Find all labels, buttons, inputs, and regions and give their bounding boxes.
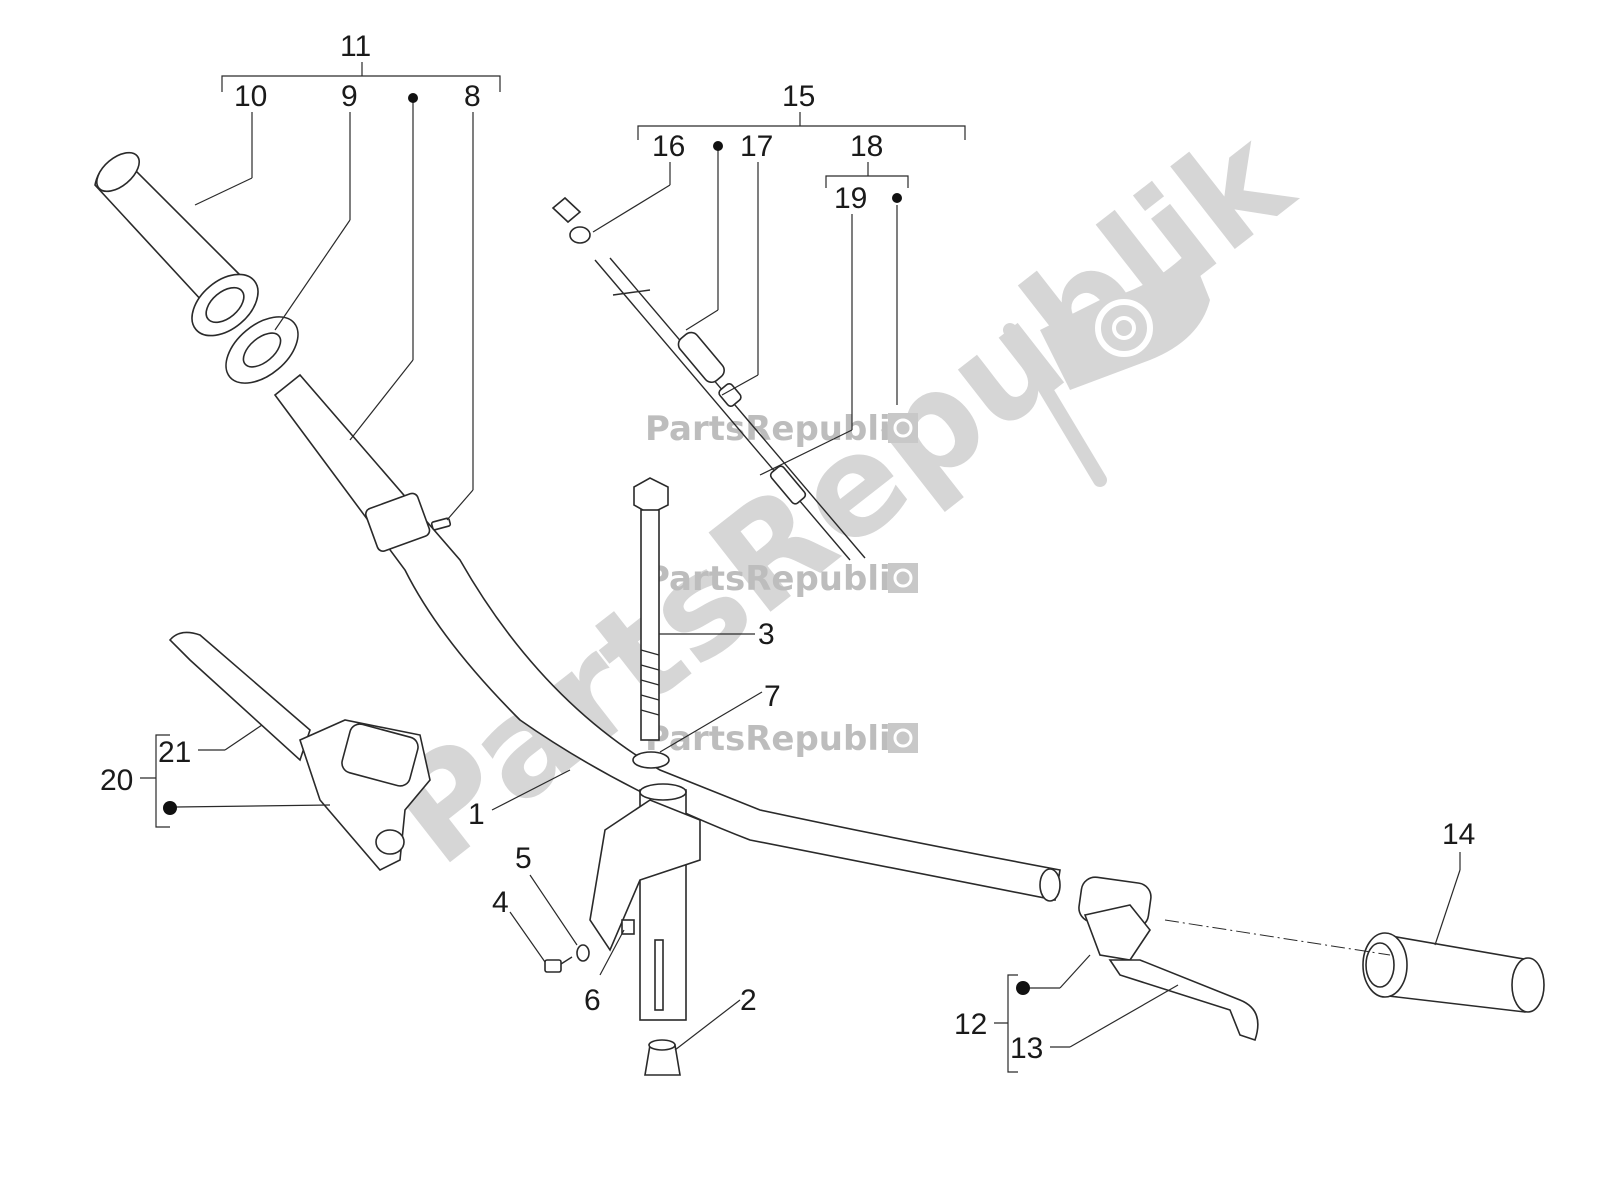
- part-number-labels: 11 10 9 8 15 16 17 18 19 3 7 21 20 1 5 4…: [100, 30, 1475, 1065]
- label-9: 9: [341, 80, 358, 113]
- right-grip: [1362, 932, 1545, 1013]
- label-3: 3: [758, 618, 775, 651]
- label-8: 8: [464, 80, 481, 113]
- watermark-small-3: PartsRepublik: [645, 719, 918, 759]
- washer-7: [632, 751, 670, 769]
- watermark-large: PartsRepublik: [361, 97, 1321, 896]
- throttle-cable: [551, 196, 866, 561]
- label-7: 7: [764, 680, 781, 713]
- label-10: 10: [234, 80, 267, 113]
- label-17: 17: [740, 130, 773, 163]
- label-12: 12: [954, 1008, 987, 1041]
- washer-5: [576, 944, 590, 962]
- label-15: 15: [782, 80, 815, 113]
- label-20: 20: [100, 764, 133, 797]
- gear-icon: [888, 723, 918, 753]
- label-21: 21: [158, 736, 191, 769]
- callout-dots: [163, 93, 1030, 995]
- label-2: 2: [740, 984, 757, 1017]
- screw-4: [544, 956, 573, 973]
- watermark-small-text-3: PartsRepublik: [645, 719, 915, 759]
- label-5: 5: [515, 842, 532, 875]
- gear-icon: [888, 413, 918, 443]
- clip-6: [621, 919, 635, 935]
- label-1: 1: [468, 798, 485, 831]
- label-18: 18: [850, 130, 883, 163]
- label-19: 19: [834, 182, 867, 215]
- watermark-small-2: PartsRepublik: [645, 559, 918, 599]
- left-grip: [94, 151, 259, 337]
- label-13: 13: [1010, 1032, 1043, 1065]
- gear-icon: [888, 563, 918, 593]
- axis-line: [1164, 919, 1391, 956]
- watermark-small-1: PartsRepublik: [645, 409, 918, 449]
- watermark-large-text: PartsRepublik: [361, 97, 1321, 896]
- callout-lines: [140, 62, 1461, 1073]
- watermark-flag-icon: [1003, 250, 1210, 487]
- watermark-small-text-2: PartsRepublik: [645, 559, 915, 599]
- washer-9: [225, 316, 299, 384]
- steering-column: [589, 783, 701, 1021]
- label-4: 4: [492, 886, 509, 919]
- label-6: 6: [584, 984, 601, 1017]
- stem-bolt: [633, 477, 669, 741]
- label-14: 14: [1442, 818, 1475, 851]
- watermark-small-text-1: PartsRepublik: [645, 409, 915, 449]
- right-brake-lever: [1083, 904, 1259, 1042]
- cap-2: [644, 1039, 681, 1076]
- left-brake-lever: [168, 631, 431, 871]
- label-11: 11: [340, 30, 371, 63]
- screw-8: [430, 517, 452, 531]
- label-16: 16: [652, 130, 685, 163]
